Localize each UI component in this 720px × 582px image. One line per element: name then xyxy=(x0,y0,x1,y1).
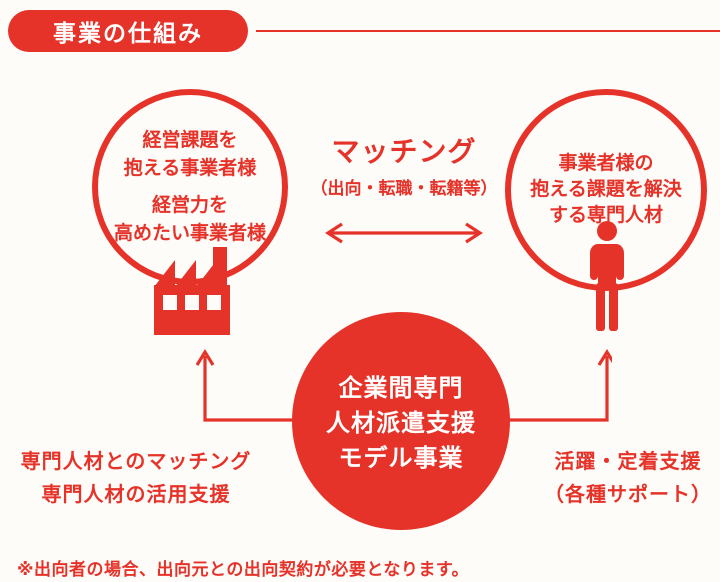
section-title: 事業の仕組み xyxy=(53,20,203,46)
footnote: ※出向者の場合、出向元との出向契約が必要となります。 xyxy=(17,560,470,579)
right-circle-line-2: 抱える課題を解決 xyxy=(530,179,682,200)
left-circle-text-2: 経営力を 高めたい事業者様 xyxy=(98,192,282,248)
right-circle-text: 事業者様の 抱える課題を解決 する専門人材 xyxy=(511,151,701,229)
right-circle-line-1: 事業者様の xyxy=(558,153,654,174)
right-support-line-1: 活躍・定着支援 xyxy=(554,451,702,473)
person-icon xyxy=(590,221,624,331)
right-circle-line-3: する専門人材 xyxy=(548,205,663,226)
double-headed-arrow-icon xyxy=(325,222,483,244)
left-circle-line-4: 高めたい事業者様 xyxy=(113,223,266,244)
left-support-line-1: 専門人材とのマッチング xyxy=(20,451,252,473)
left-support-label: 専門人材とのマッチング 専門人材の活用支援 xyxy=(14,446,258,512)
left-circle-text-1: 経営課題を 抱える事業者様 xyxy=(98,127,282,183)
center-circle-program: 企業間専門 人材派遣支援 モデル事業 xyxy=(292,312,510,530)
left-circle-line-1: 経営課題を xyxy=(142,130,238,151)
header-rule xyxy=(256,30,720,32)
center-circle-line-1: 企業間専門 xyxy=(338,374,464,402)
factory-icon xyxy=(154,247,230,335)
matching-subtitle: （出向・転職・転籍等） xyxy=(310,179,498,198)
matching-block: マッチング （出向・転職・転籍等） xyxy=(294,137,514,198)
left-circle-line-3: 経営力を xyxy=(151,195,228,216)
right-support-line-2: （各種サポート） xyxy=(544,484,712,506)
center-circle-line-2: 人材派遣支援 xyxy=(326,409,476,437)
right-support-label: 活躍・定着支援 （各種サポート） xyxy=(539,446,717,512)
center-circle-line-3: モデル事業 xyxy=(338,444,464,472)
left-circle-line-2: 抱える事業者様 xyxy=(123,158,257,179)
left-support-line-2: 専門人材の活用支援 xyxy=(41,484,231,506)
section-title-badge: 事業の仕組み xyxy=(8,10,248,52)
left-up-arrow-icon xyxy=(196,348,298,422)
right-up-arrow-icon xyxy=(508,348,612,422)
matching-title: マッチング xyxy=(331,136,477,167)
